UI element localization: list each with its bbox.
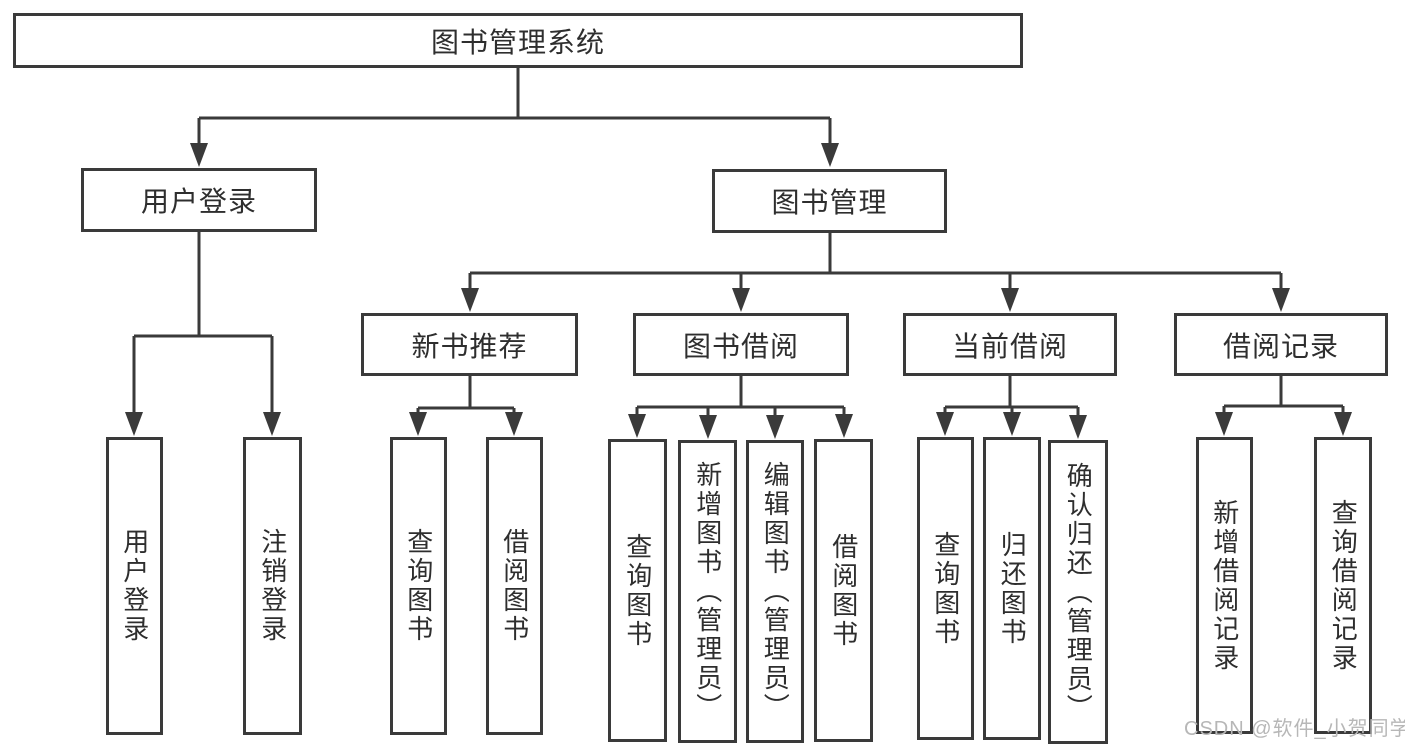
node-user-login: 用户登录 — [81, 168, 317, 232]
leaf-user-login: 用户登录 — [106, 437, 163, 735]
node-borrow-records-label: 借阅记录 — [1222, 330, 1339, 362]
arrowheads — [125, 143, 1352, 439]
leaf-records-add-record: 新增借阅记录 — [1196, 437, 1253, 734]
node-new-book-recommend-label: 新书推荐 — [411, 330, 528, 362]
leaf-current-query-books-label: 查询图书 — [930, 530, 961, 647]
node-new-book-recommend: 新书推荐 — [361, 313, 578, 376]
node-book-borrow: 图书借阅 — [633, 313, 849, 376]
node-borrow-records: 借阅记录 — [1174, 313, 1388, 376]
leaf-current-confirm-return-admin-label: 确认归还（管理员） — [1063, 461, 1094, 723]
leaf-recommend-borrow-books-label: 借阅图书 — [499, 528, 530, 644]
node-current-borrow-label: 当前借阅 — [951, 330, 1068, 362]
leaf-user-login-label: 用户登录 — [119, 528, 150, 644]
leaf-borrow-borrow-books-label: 借阅图书 — [828, 532, 859, 649]
leaf-recommend-query-books-label: 查询图书 — [403, 528, 434, 644]
leaf-current-query-books: 查询图书 — [917, 437, 974, 740]
leaf-recommend-query-books: 查询图书 — [390, 437, 447, 735]
leaf-records-query-record: 查询借阅记录 — [1314, 437, 1372, 734]
leaf-borrow-edit-books-admin: 编辑图书（管理员） — [746, 440, 804, 743]
node-current-borrow: 当前借阅 — [903, 313, 1117, 376]
node-book-management-label: 图书管理 — [771, 187, 888, 218]
node-book-management: 图书管理 — [712, 169, 947, 233]
leaf-current-confirm-return-admin: 确认归还（管理员） — [1048, 440, 1108, 744]
node-book-borrow-label: 图书借阅 — [682, 330, 799, 362]
leaf-current-return-books-label: 归还图书 — [997, 530, 1028, 647]
node-user-login-label: 用户登录 — [140, 186, 257, 217]
leaf-borrow-edit-books-admin-label: 编辑图书（管理员） — [760, 461, 791, 722]
leaf-records-query-record-label: 查询借阅记录 — [1328, 498, 1359, 673]
node-library-system-label: 图书管理系统 — [430, 26, 605, 58]
leaf-records-add-record-label: 新增借阅记录 — [1209, 498, 1240, 673]
csdn-watermark: CSDN @软件_小贺同学 — [1184, 718, 1405, 740]
leaf-borrow-add-books-admin: 新增图书（管理员） — [678, 440, 737, 743]
leaf-borrow-query-books: 查询图书 — [608, 439, 667, 742]
leaf-current-return-books: 归还图书 — [983, 437, 1041, 740]
leaf-borrow-borrow-books: 借阅图书 — [814, 439, 873, 742]
leaf-recommend-borrow-books: 借阅图书 — [486, 437, 543, 735]
leaf-borrow-add-books-admin-label: 新增图书（管理员） — [692, 461, 723, 722]
node-library-system: 图书管理系统 — [13, 13, 1023, 68]
leaf-borrow-query-books-label: 查询图书 — [622, 532, 653, 649]
leaf-logout-label: 注销登录 — [257, 528, 288, 644]
leaf-logout: 注销登录 — [243, 437, 302, 735]
